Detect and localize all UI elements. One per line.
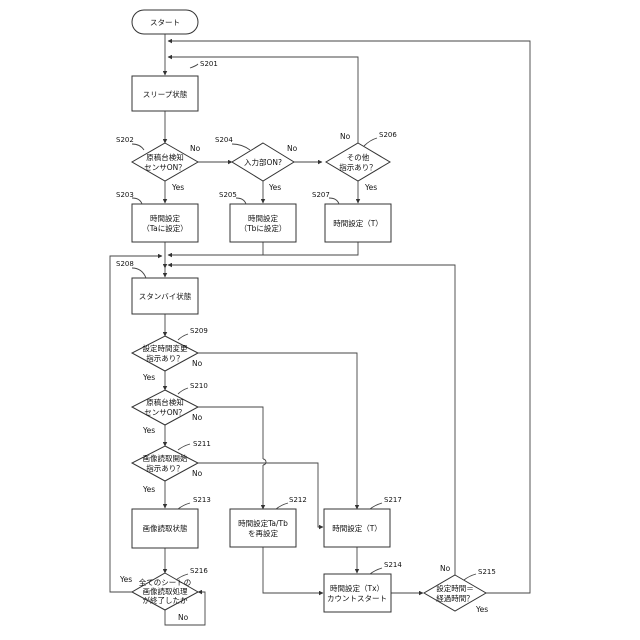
no-label: No: [178, 613, 189, 622]
svg-text:画像読取開始: 画像読取開始: [143, 453, 188, 463]
svg-text:時間設定（T）: 時間設定（T）: [332, 523, 382, 533]
svg-text:設定時間変更: 設定時間変更: [143, 343, 188, 353]
svg-text:時間設定: 時間設定: [150, 213, 180, 223]
svg-text:（Taに設定）: （Taに設定）: [142, 223, 187, 233]
decision-d202: 原稿台検知 センサON？: [132, 143, 198, 181]
yes-label: Yes: [364, 183, 377, 192]
step-label: S212: [289, 496, 307, 504]
step-label: S211: [193, 440, 211, 448]
svg-text:指示あり？: 指示あり？: [146, 353, 184, 363]
svg-text:センサON？: センサON？: [144, 408, 186, 417]
yes-label: Yes: [268, 183, 281, 192]
decision-d216: 全てのシートの 画像読取処理 が終了したか: [132, 573, 198, 610]
no-label: No: [287, 144, 298, 153]
step-label: S210: [190, 382, 208, 390]
no-label: No: [340, 132, 351, 141]
no-label: No: [440, 564, 451, 573]
start-terminator: スタート: [132, 10, 198, 34]
svg-text:全てのシートの: 全てのシートの: [139, 577, 192, 587]
svg-text:設定時間＝: 設定時間＝: [436, 583, 474, 593]
no-label: No: [192, 359, 203, 368]
step-label: S209: [190, 327, 208, 335]
decision-d211: 画像読取開始 指示あり？: [132, 446, 198, 481]
node-b212: 時間設定Ta/Tb を再設定: [230, 509, 296, 547]
svg-text:その他: その他: [347, 152, 370, 162]
svg-text:画像読取状態: 画像読取状態: [143, 523, 188, 533]
step-label: S208: [116, 260, 134, 268]
yes-label: Yes: [142, 426, 155, 435]
step-label: S214: [384, 561, 402, 569]
node-b203: 時間設定 （Taに設定）: [132, 204, 198, 242]
no-label: No: [190, 144, 201, 153]
svg-text:時間設定: 時間設定: [248, 213, 278, 223]
no-label: No: [192, 469, 203, 478]
node-sleep: スリープ状態: [132, 76, 198, 111]
step-labels: S201 S202 S204 S206 S203 S205 S207 S208 …: [116, 60, 496, 580]
step-label: S204: [215, 136, 233, 144]
svg-text:指示あり？: 指示あり？: [339, 162, 377, 172]
node-b205: 時間設定 （Tbに設定）: [230, 204, 296, 242]
yes-label: Yes: [475, 605, 488, 614]
node-b214: 時間設定（Tx） カウントスタート: [324, 574, 391, 612]
node-standby: スタンバイ状態: [132, 278, 198, 314]
decision-d206: その他 指示あり？: [326, 143, 390, 181]
svg-text:画像読取処理: 画像読取処理: [143, 586, 188, 596]
step-label: S203: [116, 191, 134, 199]
svg-text:を再設定: を再設定: [248, 528, 278, 538]
yes-label: Yes: [142, 373, 155, 382]
decision-d209: 設定時間変更 指示あり？: [132, 336, 198, 371]
svg-text:が終了したか: が終了したか: [143, 595, 188, 605]
svg-text:スリープ状態: スリープ状態: [143, 89, 188, 99]
node-b207: 時間設定（T）: [325, 204, 391, 242]
step-label: S205: [219, 191, 237, 199]
node-b217: 時間設定（T）: [324, 509, 390, 547]
yes-label: Yes: [142, 485, 155, 494]
svg-text:（Tbに設定）: （Tbに設定）: [240, 223, 287, 233]
svg-text:入力部ON?: 入力部ON?: [244, 157, 282, 167]
svg-text:スタンバイ状態: スタンバイ状態: [139, 291, 192, 301]
no-label: No: [192, 413, 203, 422]
decision-d210: 原稿台検知 センサON？: [132, 390, 198, 425]
svg-text:経過時間？: 経過時間？: [436, 593, 474, 603]
step-label: S213: [193, 496, 211, 504]
svg-text:センサON？: センサON？: [144, 163, 186, 172]
step-label: S207: [312, 191, 330, 199]
svg-text:時間設定（Tx）: 時間設定（Tx）: [330, 583, 384, 593]
step-label: S215: [478, 568, 496, 576]
node-b213: 画像読取状態: [132, 509, 198, 548]
yes-label: Yes: [119, 575, 132, 584]
svg-text:カウントスタート: カウントスタート: [327, 594, 387, 603]
svg-text:指示あり？: 指示あり？: [146, 463, 184, 473]
svg-text:時間設定（T）: 時間設定（T）: [333, 218, 383, 228]
step-label: S217: [384, 496, 402, 504]
svg-text:時間設定Ta/Tb: 時間設定Ta/Tb: [238, 518, 288, 528]
decision-d204: 入力部ON?: [232, 143, 294, 181]
step-label: S202: [116, 136, 134, 144]
step-label: S206: [379, 131, 397, 139]
svg-text:原稿台検知: 原稿台検知: [146, 397, 184, 407]
svg-text:スタート: スタート: [150, 18, 180, 27]
step-label: S216: [190, 567, 208, 575]
yes-label: Yes: [171, 183, 184, 192]
step-label: S201: [200, 60, 218, 68]
svg-text:原稿台検知: 原稿台検知: [146, 152, 184, 162]
